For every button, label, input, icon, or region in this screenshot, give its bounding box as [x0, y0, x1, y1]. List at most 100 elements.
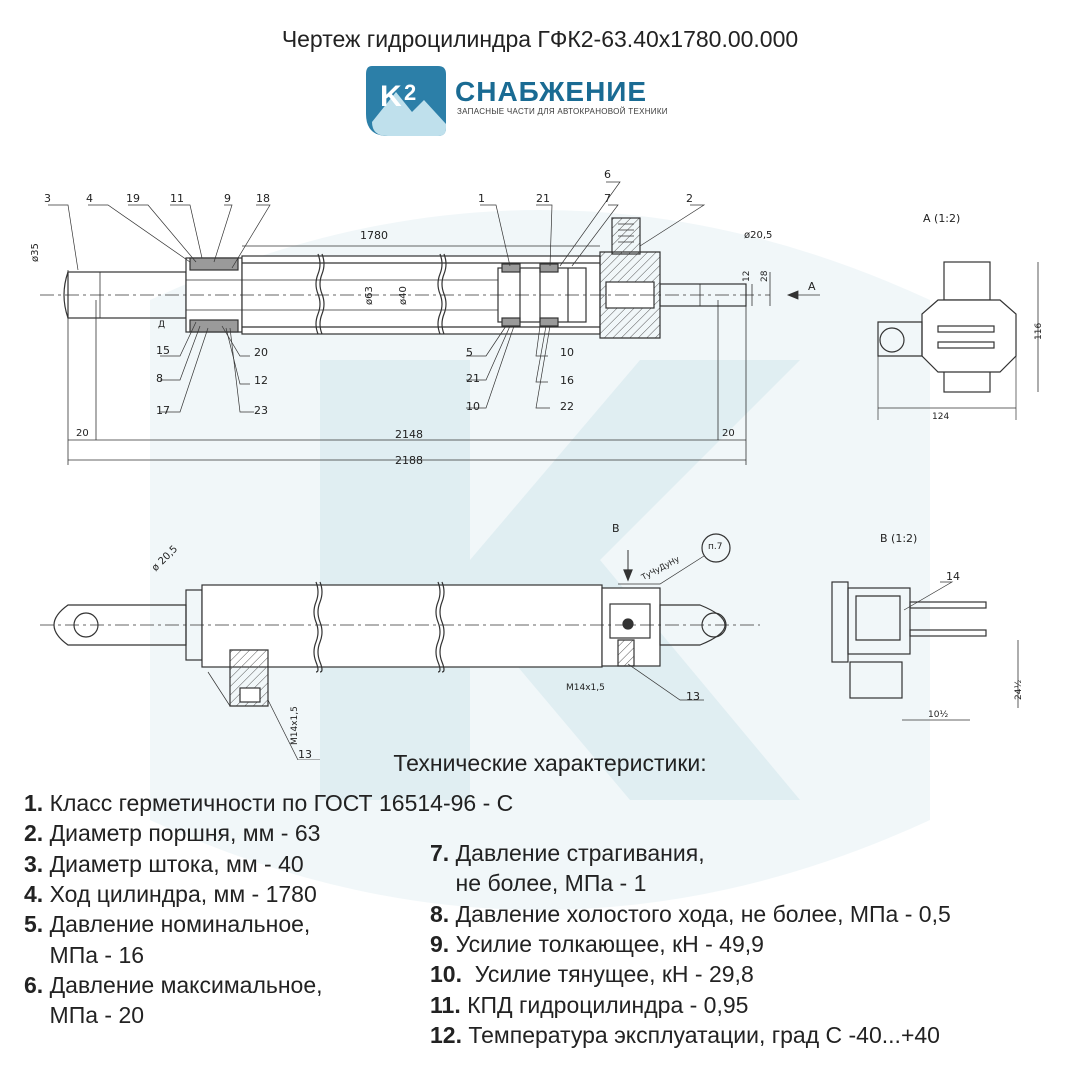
dim-rod-d: ø35: [30, 243, 41, 262]
specs-heading: Технические характеристики:: [393, 750, 707, 776]
svg-text:2: 2: [404, 80, 416, 105]
callout-4: 4: [86, 192, 93, 205]
view-a-label: A (1:2): [923, 212, 961, 225]
spec-text: Давление максимальное,: [43, 971, 323, 998]
spec-line: не более, МПа - 1: [430, 869, 647, 897]
callout-22: 22: [560, 400, 574, 413]
spec-number: 4.: [24, 880, 44, 907]
callout-1: 1: [478, 192, 485, 205]
spec-line: 2. Диаметр поршня, мм - 63: [24, 819, 320, 847]
dim-h28: 28: [760, 270, 770, 282]
callout-13-right: 13: [686, 690, 700, 703]
dim-w24: 24½: [1014, 679, 1024, 700]
dim-end-right: 20: [722, 428, 735, 439]
exterior-view: [40, 533, 760, 760]
spec-number: 3.: [24, 850, 44, 877]
view-a: [877, 261, 1039, 420]
spec-number: 10.: [430, 961, 462, 988]
spec-number: 6.: [24, 971, 44, 998]
spec-number: 5.: [24, 911, 44, 938]
spec-text: Диаметр штока, мм - 40: [43, 850, 304, 877]
spec-line: 5. Давление номинальное,: [24, 910, 310, 938]
callout-6: 6: [604, 168, 611, 181]
svg-text:K: K: [380, 80, 402, 113]
callout-23: 23: [254, 404, 268, 417]
callout-21-bottom: 21: [466, 372, 480, 385]
spec-number: 8.: [430, 900, 450, 927]
spec-number: 11.: [430, 991, 461, 1018]
callout-15: 15: [156, 344, 170, 357]
dim-stroke: 1780: [360, 229, 388, 242]
callout-16: 16: [560, 374, 574, 387]
callout-17: 17: [156, 404, 170, 417]
spec-text: МПа - 20: [24, 1002, 145, 1029]
arrow-b-label: B: [612, 522, 620, 535]
brand-logo-icon: K 2: [366, 66, 446, 136]
spec-text: Давление номинальное,: [43, 911, 311, 938]
spec-text: Ход цилиндра, мм - 1780: [43, 880, 317, 907]
callout-leaders: [48, 181, 706, 413]
callout-p7: п.7: [708, 542, 723, 552]
dimension-lines: [67, 245, 820, 465]
spec-number: 7.: [430, 840, 450, 866]
spec-text: Класс герметичности по ГОСТ 16514-96 - С: [43, 790, 514, 816]
spec-text: МПа - 16: [24, 941, 145, 968]
spec-line: 6. Давление максимальное,: [24, 971, 323, 999]
spec-line: 4. Ход цилиндра, мм - 1780: [24, 880, 317, 908]
callout-7: 7: [604, 192, 611, 205]
view-b-label: B (1:2): [880, 532, 918, 545]
spec-line: МПа - 20: [24, 1001, 145, 1029]
dim-thread-right: M14x1,5: [566, 683, 605, 693]
callout-10-right: 10: [560, 346, 574, 359]
callout-14: 14: [946, 570, 960, 583]
spec-number: 12.: [430, 1021, 462, 1048]
dim-thread-left: M14x1,5: [290, 706, 300, 745]
view-b: [831, 581, 1019, 721]
callout-19: 19: [126, 192, 140, 205]
d-label: Д: [158, 320, 166, 330]
spec-text: Диаметр поршня, мм - 63: [43, 820, 321, 847]
spec-line: 3. Диаметр штока, мм - 40: [24, 850, 304, 878]
callout-9: 9: [224, 192, 231, 205]
callout-5: 5: [466, 346, 473, 359]
dim-end-left: 20: [76, 428, 89, 439]
spec-line: МПа - 16: [24, 941, 145, 969]
spec-number: 9.: [430, 930, 450, 957]
brand-name: СНАБЖЕНИЕ: [455, 76, 648, 107]
callout-20: 20: [254, 346, 268, 359]
spec-text: не более, МПа - 1: [430, 870, 647, 897]
dim-h116: 116: [1034, 322, 1044, 340]
arrow-a-label: A: [808, 280, 816, 293]
brand-tagline: ЗАПАСНЫЕ ЧАСТИ ДЛЯ АВТОКРАНОВОЙ ТЕХНИКИ: [457, 107, 668, 116]
cylinder-drawing: [40, 181, 1039, 760]
callout-11: 11: [170, 192, 184, 205]
spec-text: КПД гидроцилиндра - 0,95: [460, 991, 749, 1018]
dim-bore-d: ø63: [364, 286, 375, 305]
dim-total-inner: 2148: [395, 428, 423, 441]
spec-line: 1. Класс герметичности по ГОСТ 16514-96 …: [24, 789, 513, 817]
dim-w10: 10½: [928, 710, 949, 720]
spec-line: 10. Усилие тянущее, кН - 29,8: [430, 960, 754, 988]
spec-line: 7. Давление страгивания,: [430, 839, 705, 867]
callout-18: 18: [256, 192, 270, 205]
spec-text: Усилие тянущее, кН - 29,8: [461, 961, 754, 988]
dim-total: 2188: [395, 454, 423, 467]
spec-text: Температура эксплуатации, град С -40...+…: [461, 1021, 940, 1048]
spec-line: 11. КПД гидроцилиндра - 0,95: [430, 991, 748, 1019]
dim-rod2-d: ø40: [398, 286, 409, 305]
callout-13-left: 13: [298, 748, 312, 761]
section-view: [40, 217, 770, 339]
spec-text: Давление холостого хода, не более, МПа -…: [449, 900, 951, 927]
spec-text: Усилие толкающее, кН - 49,9: [449, 930, 764, 957]
spec-number: 2.: [24, 820, 44, 847]
spec-text: Давление страгивания,: [449, 840, 705, 866]
spec-line: 9. Усилие толкающее, кН - 49,9: [430, 930, 764, 958]
spec-number: 1.: [24, 790, 44, 816]
callout-8: 8: [156, 372, 163, 385]
callout-2: 2: [686, 192, 693, 205]
dim-w124: 124: [932, 412, 950, 422]
page-title: Чертеж гидроцилиндра ГФК2-63.40х1780.00.…: [281, 26, 799, 52]
callout-3: 3: [44, 192, 51, 205]
dim-eye-d: ø20,5: [744, 230, 773, 241]
